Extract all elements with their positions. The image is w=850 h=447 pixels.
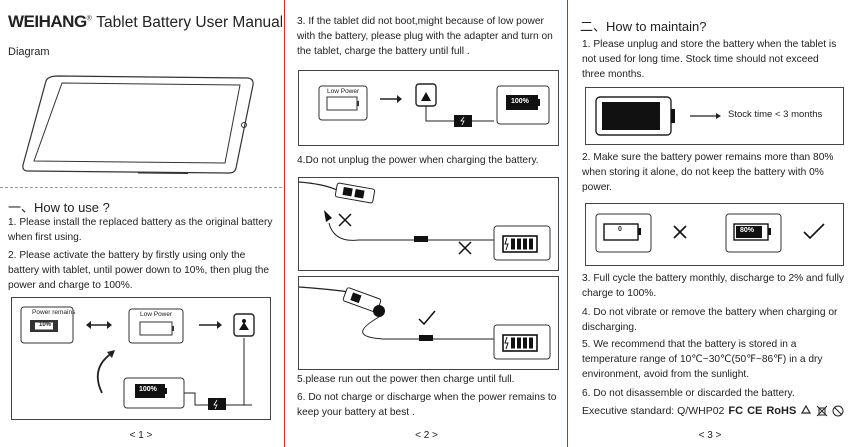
manual-header: WEIHANG® Tablet Battery User Manual: [8, 12, 282, 32]
boot-charge-figure: Low Power 100%: [298, 70, 559, 146]
battery-10-label: 10%: [39, 322, 52, 328]
recycle-icon: [801, 405, 812, 414]
power-remains-label: Power remains: [32, 309, 76, 316]
maintain-step-1-text: 1. Please unplug and store the battery w…: [582, 39, 837, 80]
page-number: < 1 >: [129, 430, 153, 441]
weee-bin-icon: [816, 405, 828, 417]
step-2-text: 2. Please activate the battery by firstl…: [8, 250, 270, 291]
low-power-label: Low Power: [140, 311, 173, 318]
section-title-how-to-use: 一、How to use ?: [8, 200, 110, 215]
maintain-step-2-text: 2. Make sure the battery power remains m…: [582, 152, 834, 193]
executive-standard-text: Executive standard: Q/WHP02: [582, 405, 725, 417]
ce-mark: CE: [747, 405, 763, 417]
battery-0-label: 0: [618, 226, 622, 233]
battery-80-label: 80%: [740, 227, 755, 234]
run-out-figure: [298, 276, 559, 370]
stock-time-figure: Stock time < 3 months: [585, 87, 844, 145]
executive-standard-row: Executive standard: Q/WHP02 FC CE RoHS: [582, 405, 844, 417]
maintain-step-5-text: 5. We recommend that the battery is stor…: [582, 339, 823, 380]
step-6-text: 6. Do not charge or discharge when the p…: [297, 392, 557, 418]
page-separator-right: [567, 0, 568, 447]
maintain-step-6-text: 6. Do not disassemble or discarded the b…: [582, 388, 795, 399]
power-level-figure: 0 80%: [585, 203, 844, 266]
maintain-step-3-text: 3. Full cycle the battery monthly, disch…: [582, 273, 844, 299]
battery-100-label-2: 100%: [511, 98, 529, 105]
page-number: < 3 >: [698, 430, 722, 441]
tablet-illustration: [22, 75, 254, 174]
step-3-text: 3. If the tablet did not boot,might beca…: [297, 16, 553, 57]
activation-figure: Power remains 10% Low Power 100%: [11, 297, 271, 420]
page-3: 二、How to maintain? 1. Please unplug and …: [570, 0, 850, 447]
no-fire-icon: [832, 405, 844, 417]
registered-mark: ®: [86, 15, 92, 23]
page-2: 3. If the tablet did not boot,might beca…: [287, 0, 566, 447]
section-title-how-to-maintain: 二、How to maintain?: [580, 19, 707, 34]
battery-100-label: 100%: [139, 386, 157, 393]
no-unplug-figure: [298, 177, 559, 271]
step-4-text: 4.Do not unplug the power when charging …: [297, 155, 539, 166]
step-1-text: 1. Please install the replaced battery a…: [8, 217, 273, 243]
stock-time-label: Stock time < 3 months: [728, 109, 823, 120]
brand-logo: WEIHANG: [8, 12, 87, 31]
step-5-text: 5.please run out the power then charge u…: [297, 374, 515, 385]
manual-title: Tablet Battery User Manual: [96, 14, 282, 31]
page-number: < 2 >: [415, 430, 438, 441]
section-divider: [0, 187, 282, 188]
page-1: WEIHANG® Tablet Battery User Manual Diag…: [0, 0, 282, 447]
maintain-step-4-text: 4. Do not vibrate or remove the battery …: [582, 307, 838, 333]
diagram-label: Diagram: [8, 46, 50, 58]
low-power-label-2: Low Power: [327, 88, 360, 95]
fcc-mark: FC: [728, 405, 744, 417]
page-separator-left: [284, 0, 285, 447]
rohs-mark: RoHS: [766, 405, 797, 417]
